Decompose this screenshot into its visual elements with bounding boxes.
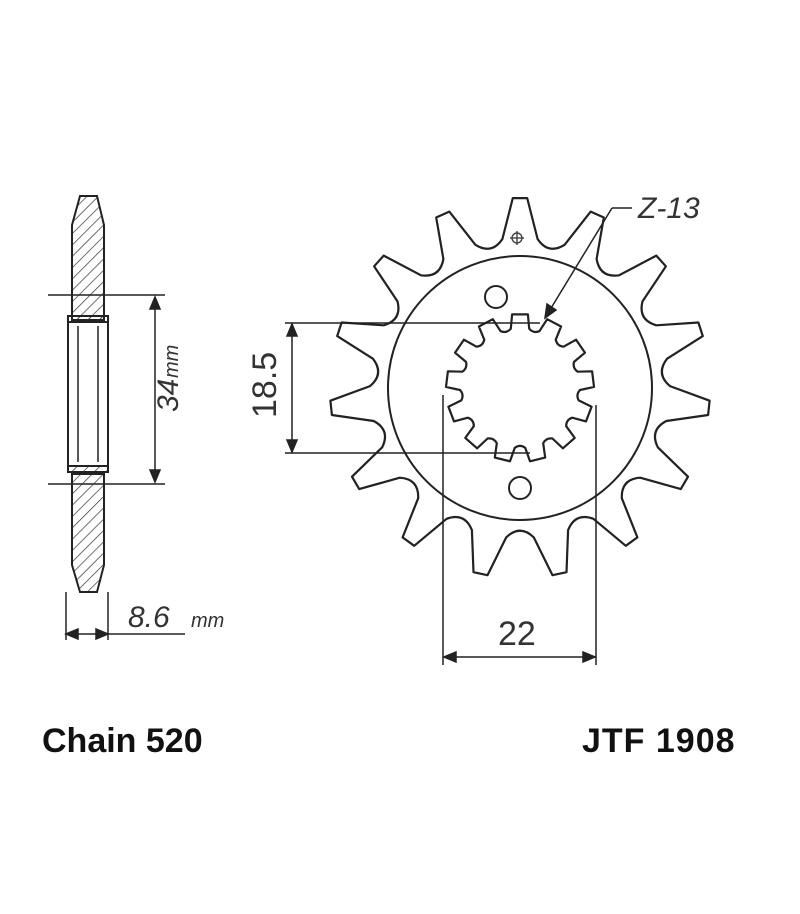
inner-height-value: 34: [152, 379, 185, 412]
width-unit: mm: [191, 610, 224, 632]
spline-bore: [444, 313, 596, 463]
inner-height-unit: mm: [161, 345, 183, 378]
lower-tooth-section: [71, 473, 105, 593]
dim-inner-height: [148, 295, 162, 484]
spline-height-value: 18.5: [246, 352, 284, 418]
pitch-circle: [387, 255, 653, 521]
teeth-count-label: Z-13: [637, 192, 700, 225]
width-value: 8.6: [128, 601, 170, 634]
chain-size-caption: Chain 520: [42, 722, 203, 760]
sprocket-front-view: [329, 197, 711, 577]
upper-tooth-section: [71, 195, 105, 321]
part-number-caption: JTF 1908: [582, 722, 736, 760]
dim-spline-width: [442, 395, 597, 665]
hub-bore: [67, 321, 109, 467]
bolt-hole-top: [484, 285, 508, 309]
dim-width: [64, 627, 185, 641]
side-section-view: [48, 195, 165, 640]
dim-spline-height: [285, 322, 540, 454]
teeth-leader: [544, 207, 632, 320]
bolt-hole-bottom: [508, 476, 532, 500]
tooth-mark-icon: [510, 231, 524, 245]
spline-width-value: 22: [498, 615, 536, 653]
